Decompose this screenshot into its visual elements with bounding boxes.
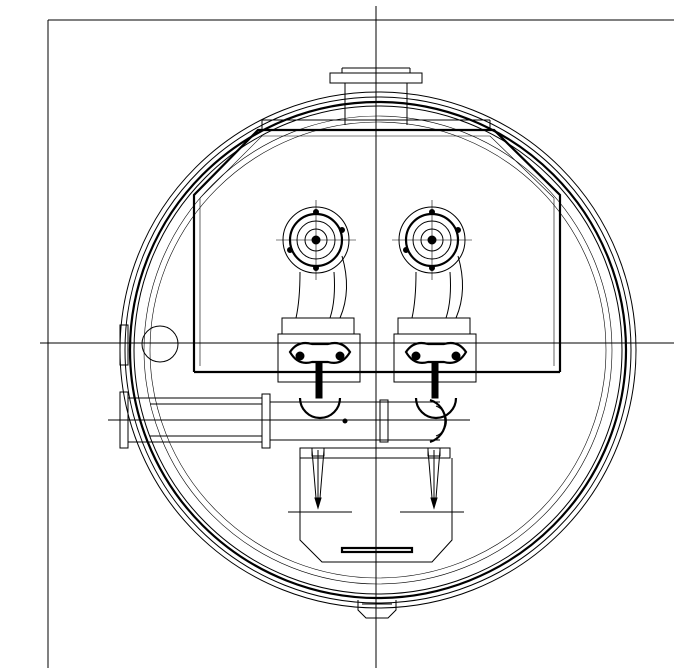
top-nozzle	[329, 67, 423, 125]
drawing-frame	[47, 19, 674, 668]
inlet-pipe	[108, 391, 470, 449]
side-manway	[119, 324, 179, 366]
bottom-drain-nozzle	[357, 600, 397, 619]
center-lines	[40, 6, 674, 668]
burner-unit-left	[276, 200, 361, 510]
burner-unit-right	[392, 200, 477, 510]
vessel-shell	[119, 91, 637, 609]
internal-housing	[192, 119, 562, 374]
lower-sump	[288, 447, 464, 563]
